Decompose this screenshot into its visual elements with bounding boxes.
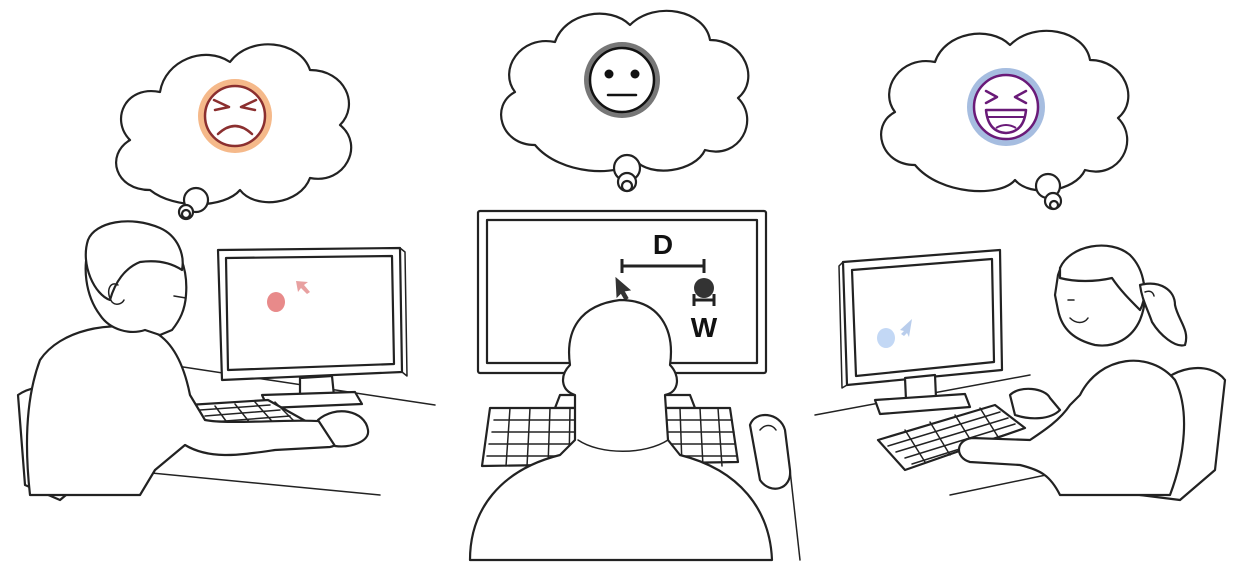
right-monitor	[838, 248, 1004, 416]
center-thought-cloud	[500, 9, 750, 193]
neutral-face-icon	[584, 42, 660, 118]
laughing-face-icon	[967, 68, 1045, 146]
blue-target-dot	[877, 328, 895, 348]
distance-label: D	[653, 229, 673, 260]
left-desk-scene	[16, 220, 436, 502]
cursor-arrow-icon	[615, 276, 632, 301]
blue-cursor-icon	[900, 319, 912, 337]
angry-face-icon	[198, 79, 272, 153]
left-monitor	[216, 246, 408, 410]
width-indicator: W	[691, 294, 718, 343]
target-dot	[694, 278, 714, 298]
red-cursor-icon	[296, 281, 310, 294]
right-keyboard	[876, 403, 1027, 472]
red-target-dot	[267, 292, 285, 312]
width-label: W	[691, 312, 718, 343]
right-thought-cloud	[880, 29, 1130, 211]
right-desk-scene	[814, 244, 1227, 502]
center-desk-scene: D W	[468, 209, 801, 562]
left-thought-cloud	[115, 43, 353, 221]
distance-indicator: D	[620, 229, 706, 273]
